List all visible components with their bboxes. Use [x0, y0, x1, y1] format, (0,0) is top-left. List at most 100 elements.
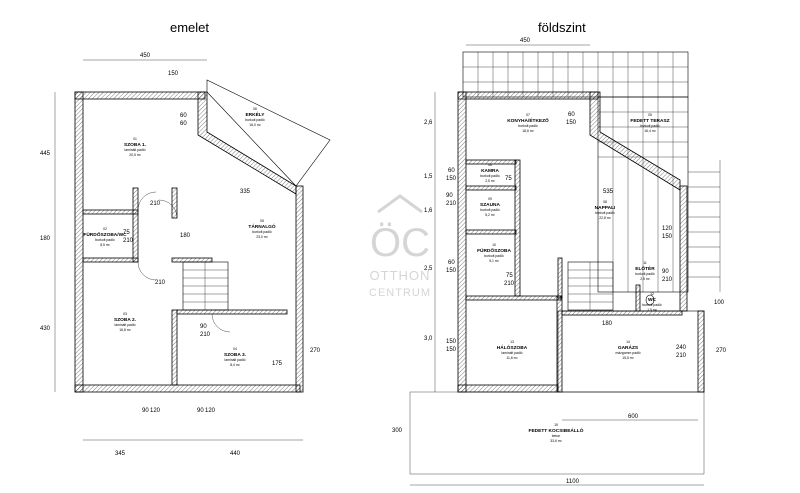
room-label-nappali: 08 NAPPALI burkolt padló 22,8 m² — [595, 200, 616, 220]
g-wall-int-3 — [465, 229, 517, 235]
g-dim-535: 535 — [603, 189, 614, 195]
g-dim-f150: 150 — [446, 268, 457, 274]
svg-text:burkolt padló: burkolt padló — [245, 118, 265, 122]
g-dim-e210: 210 — [662, 277, 673, 283]
dim-60a: 60 — [180, 113, 187, 119]
watermark-line1: OTTHON — [370, 268, 431, 283]
svg-text:05: 05 — [648, 113, 652, 117]
upper-floor-title: emelet — [170, 20, 209, 35]
svg-text:burkolt padló: burkolt padló — [518, 124, 538, 128]
svg-text:22,8 m²: 22,8 m² — [599, 216, 611, 220]
g-dim-n150: 150 — [662, 234, 673, 240]
room-label-tarnalgo: 05 TÁRNALGÓ burkolt padló 23,0 m² — [248, 219, 275, 239]
room-label-szoba2: 03 SZOBA 2. laminált padló 16,8 m² — [114, 312, 136, 332]
g-dim-r100: 100 — [714, 300, 725, 306]
g-wall-int-7 — [561, 310, 683, 316]
g-dim-k210: 210 — [446, 201, 457, 207]
room-label-szauna: 09 SZAUNA burkolt padló 5,2 m² — [480, 197, 501, 217]
svg-text:burkolt padló: burkolt padló — [480, 174, 500, 178]
upper-stairs — [182, 261, 229, 311]
svg-text:18,6 m²: 18,6 m² — [522, 129, 534, 133]
svg-text:8,5 m²: 8,5 m² — [100, 243, 110, 247]
svg-text:23,0 m²: 23,0 m² — [256, 235, 268, 239]
svg-text:KONYHA/ÉTKEZŐ: KONYHA/ÉTKEZŐ — [507, 116, 549, 124]
g-dim-w180: 180 — [602, 321, 613, 327]
dim-210a: 210 — [150, 201, 161, 207]
g-wall-int-4 — [465, 295, 562, 301]
svg-text:burkolt padló: burkolt padló — [642, 303, 662, 307]
wc-fixture — [645, 294, 655, 306]
g-dim-600: 600 — [628, 414, 639, 420]
svg-text:03: 03 — [123, 312, 127, 316]
dim-left-2: 180 — [40, 236, 51, 242]
dim-inner-335: 335 — [240, 189, 251, 195]
g-dim-left-4: 2,5 — [424, 266, 433, 272]
room-label-furdoszoba: 02 FÜRDŐSZOBA/WC burkolt padló 8,5 m² — [83, 227, 127, 247]
svg-text:GARÁZS: GARÁZS — [618, 344, 639, 351]
svg-text:15: 15 — [554, 423, 558, 427]
svg-text:burkolt padló: burkolt padló — [640, 124, 660, 128]
svg-text:TÁRNALGÓ: TÁRNALGÓ — [248, 222, 275, 230]
svg-text:laminált padló: laminált padló — [125, 148, 146, 152]
watermark-monogram: ÖC — [370, 221, 430, 265]
garage-wall-east — [697, 310, 705, 393]
svg-text:KAMRA: KAMRA — [481, 168, 499, 174]
dim-210b: 210 — [123, 238, 134, 244]
room-label-haloszoba: 13 HÁLÓSZOBA laminált padló 11,6 m² — [497, 340, 528, 360]
dim-left-1: 445 — [40, 151, 51, 157]
g-dim-left-3: 1,6 — [424, 208, 433, 214]
svg-text:1,5 m²: 1,5 m² — [647, 308, 657, 312]
svg-text:8,4 m²: 8,4 m² — [230, 363, 240, 367]
wall-east — [295, 185, 304, 393]
svg-text:10: 10 — [492, 243, 496, 247]
svg-text:07: 07 — [526, 113, 530, 117]
svg-text:2,5 m²: 2,5 m² — [485, 179, 495, 183]
room-label-fedett-terasz: 05 FEDETT TERASZ burkolt padló 16,4 m² — [630, 113, 669, 133]
g-dim-h150b: 150 — [446, 347, 457, 353]
svg-text:09: 09 — [488, 197, 492, 201]
room-label-garazs: 14 GARÁZS mázgomm padló 15,5 m² — [615, 340, 640, 360]
dim-90c: 90 — [200, 324, 207, 330]
dim-bottom-left: 345 — [115, 451, 126, 457]
dim-win2b: 120 — [205, 408, 216, 414]
g-dim-k150: 150 — [446, 176, 457, 182]
g-wall-south — [457, 384, 559, 393]
g-wall-int-6 — [556, 295, 563, 393]
wall-int-3 — [132, 187, 139, 263]
svg-text:burkolt padló: burkolt padló — [480, 208, 500, 212]
room-label-erkely: 06 ERKÉLY burkolt padló 16,0 m² — [245, 107, 265, 127]
svg-text:11: 11 — [643, 261, 647, 265]
g-dim-n120: 120 — [662, 226, 673, 232]
svg-text:33,6 m²: 33,6 m² — [550, 439, 562, 443]
svg-text:13: 13 — [510, 340, 514, 344]
g-wall-east — [679, 185, 688, 312]
svg-text:mázgomm padló: mázgomm padló — [615, 351, 640, 355]
g-wall-int-8 — [557, 257, 563, 299]
dim-150: 150 — [168, 71, 179, 77]
svg-text:SZOBA 1.: SZOBA 1. — [124, 142, 146, 148]
svg-text:08: 08 — [603, 200, 607, 204]
dim-top: 450 — [140, 53, 151, 59]
svg-text:15,5 m²: 15,5 m² — [622, 356, 634, 360]
svg-text:HÁLÓSZOBA: HÁLÓSZOBA — [497, 343, 528, 351]
svg-text:04: 04 — [233, 347, 237, 351]
room-label-kocsibeallo: 15 FEDETT KOCSIBEÁLLÓ beton 33,6 m² — [529, 423, 584, 443]
room-label-eloter: 11 ELŐTÉR burkolt padló 2,5 m² — [635, 261, 655, 281]
g-dim-gar210: 210 — [676, 353, 687, 359]
svg-text:SZOBA 3.: SZOBA 3. — [224, 352, 246, 358]
room-label-konyha: 07 KONYHA/ÉTKEZŐ burkolt padló 18,6 m² — [507, 113, 549, 133]
svg-text:beton: beton — [552, 434, 561, 438]
svg-text:FEDETT KOCSIBEÁLLÓ: FEDETT KOCSIBEÁLLÓ — [529, 426, 584, 434]
dim-210d: 210 — [200, 332, 211, 338]
svg-text:05: 05 — [260, 219, 264, 223]
dim-bottom-right: 440 — [230, 451, 241, 457]
g-dim-gar240: 240 — [676, 345, 687, 351]
g-dim-s75: 75 — [505, 176, 512, 182]
wall-int-6 — [171, 309, 178, 386]
dim-right-270: 270 — [310, 348, 321, 354]
room-label-wc: 12 WC burkolt padló 1,5 m² — [642, 292, 662, 312]
g-wall-int-9 — [635, 284, 641, 312]
svg-text:16,4 m²: 16,4 m² — [644, 129, 656, 133]
svg-text:burkolt padló: burkolt padló — [484, 254, 504, 258]
g-wall-int-2 — [465, 185, 517, 191]
